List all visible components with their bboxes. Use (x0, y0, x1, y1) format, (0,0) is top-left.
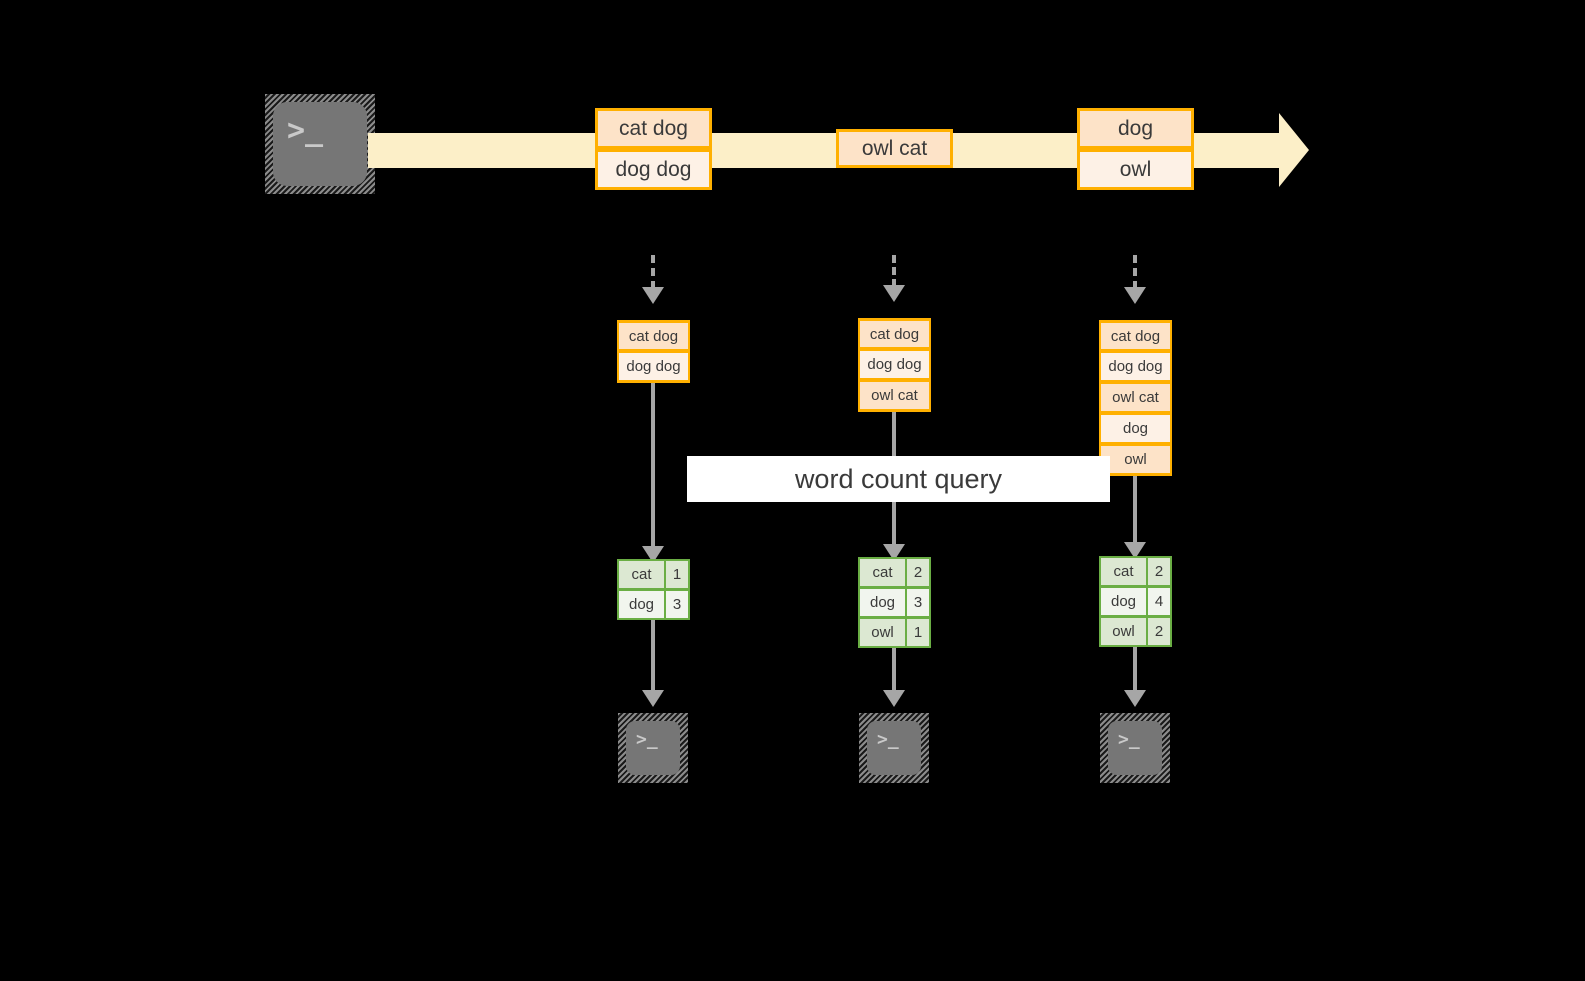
terminal-prompt-glyph: >_ (287, 113, 324, 148)
accumulated-event-row: dog dog (858, 349, 931, 380)
trigger-arrowhead-1 (642, 287, 664, 304)
query-arrowhead-3 (1124, 542, 1146, 559)
result-word-cell: owl (858, 617, 907, 648)
accumulated-event-row: cat dog (858, 318, 931, 349)
terminal-prompt-glyph: >_ (877, 729, 899, 750)
query-arrowhead-1 (642, 546, 664, 563)
result-count-cell: 1 (664, 559, 690, 590)
query-connector-3 (1133, 476, 1137, 544)
stream-event-box: cat dog (595, 108, 712, 149)
sink-terminal-icon: >_ (859, 713, 929, 783)
result-count-cell: 3 (905, 587, 931, 618)
trigger-arrowhead-2 (883, 285, 905, 302)
query-connector-1 (651, 383, 655, 548)
sink-arrowhead-2 (883, 690, 905, 707)
result-count-cell: 2 (905, 557, 931, 588)
accumulated-event-row: owl cat (1099, 382, 1172, 413)
result-count-cell: 4 (1146, 586, 1172, 617)
sink-connector-1 (651, 620, 655, 692)
trigger-connector-1 (651, 255, 655, 289)
sink-terminal-icon: >_ (1100, 713, 1170, 783)
accumulated-event-row: cat dog (617, 320, 690, 351)
result-word-cell: cat (1099, 556, 1148, 587)
accumulated-event-row: dog (1099, 413, 1172, 444)
result-word-cell: cat (858, 557, 907, 588)
result-count-cell: 1 (905, 617, 931, 648)
stream-arrow-head (1279, 113, 1309, 187)
sink-arrowhead-1 (642, 690, 664, 707)
result-word-cell: dog (617, 589, 666, 620)
stream-event-box: dog (1077, 108, 1194, 149)
result-word-cell: dog (858, 587, 907, 618)
stream-event-box: owl (1077, 149, 1194, 190)
result-word-cell: dog (1099, 586, 1148, 617)
trigger-connector-3 (1133, 255, 1137, 289)
result-word-cell: owl (1099, 616, 1148, 647)
stream-event-box: owl cat (836, 129, 953, 168)
sink-connector-3 (1133, 647, 1137, 692)
query-label: word count query (687, 456, 1110, 502)
accumulated-event-row: owl (1099, 444, 1172, 476)
trigger-arrowhead-3 (1124, 287, 1146, 304)
trigger-connector-2 (892, 255, 896, 287)
terminal-screen: >_ (867, 721, 921, 775)
sink-terminal-icon: >_ (618, 713, 688, 783)
accumulated-event-row: dog dog (1099, 351, 1172, 382)
accumulated-event-row: cat dog (1099, 320, 1172, 351)
query-arrowhead-2 (883, 544, 905, 561)
sink-arrowhead-3 (1124, 690, 1146, 707)
result-count-cell: 2 (1146, 616, 1172, 647)
terminal-prompt-glyph: >_ (1118, 729, 1140, 750)
terminal-screen: >_ (273, 102, 367, 186)
sink-connector-2 (892, 648, 896, 692)
source-terminal-icon: >_ (265, 94, 375, 194)
terminal-screen: >_ (1108, 721, 1162, 775)
stream-event-box: dog dog (595, 149, 712, 190)
terminal-screen: >_ (626, 721, 680, 775)
result-count-cell: 2 (1146, 556, 1172, 587)
accumulated-event-row: dog dog (617, 351, 690, 383)
accumulated-event-row: owl cat (858, 380, 931, 412)
result-count-cell: 3 (664, 589, 690, 620)
terminal-prompt-glyph: >_ (636, 729, 658, 750)
result-word-cell: cat (617, 559, 666, 590)
